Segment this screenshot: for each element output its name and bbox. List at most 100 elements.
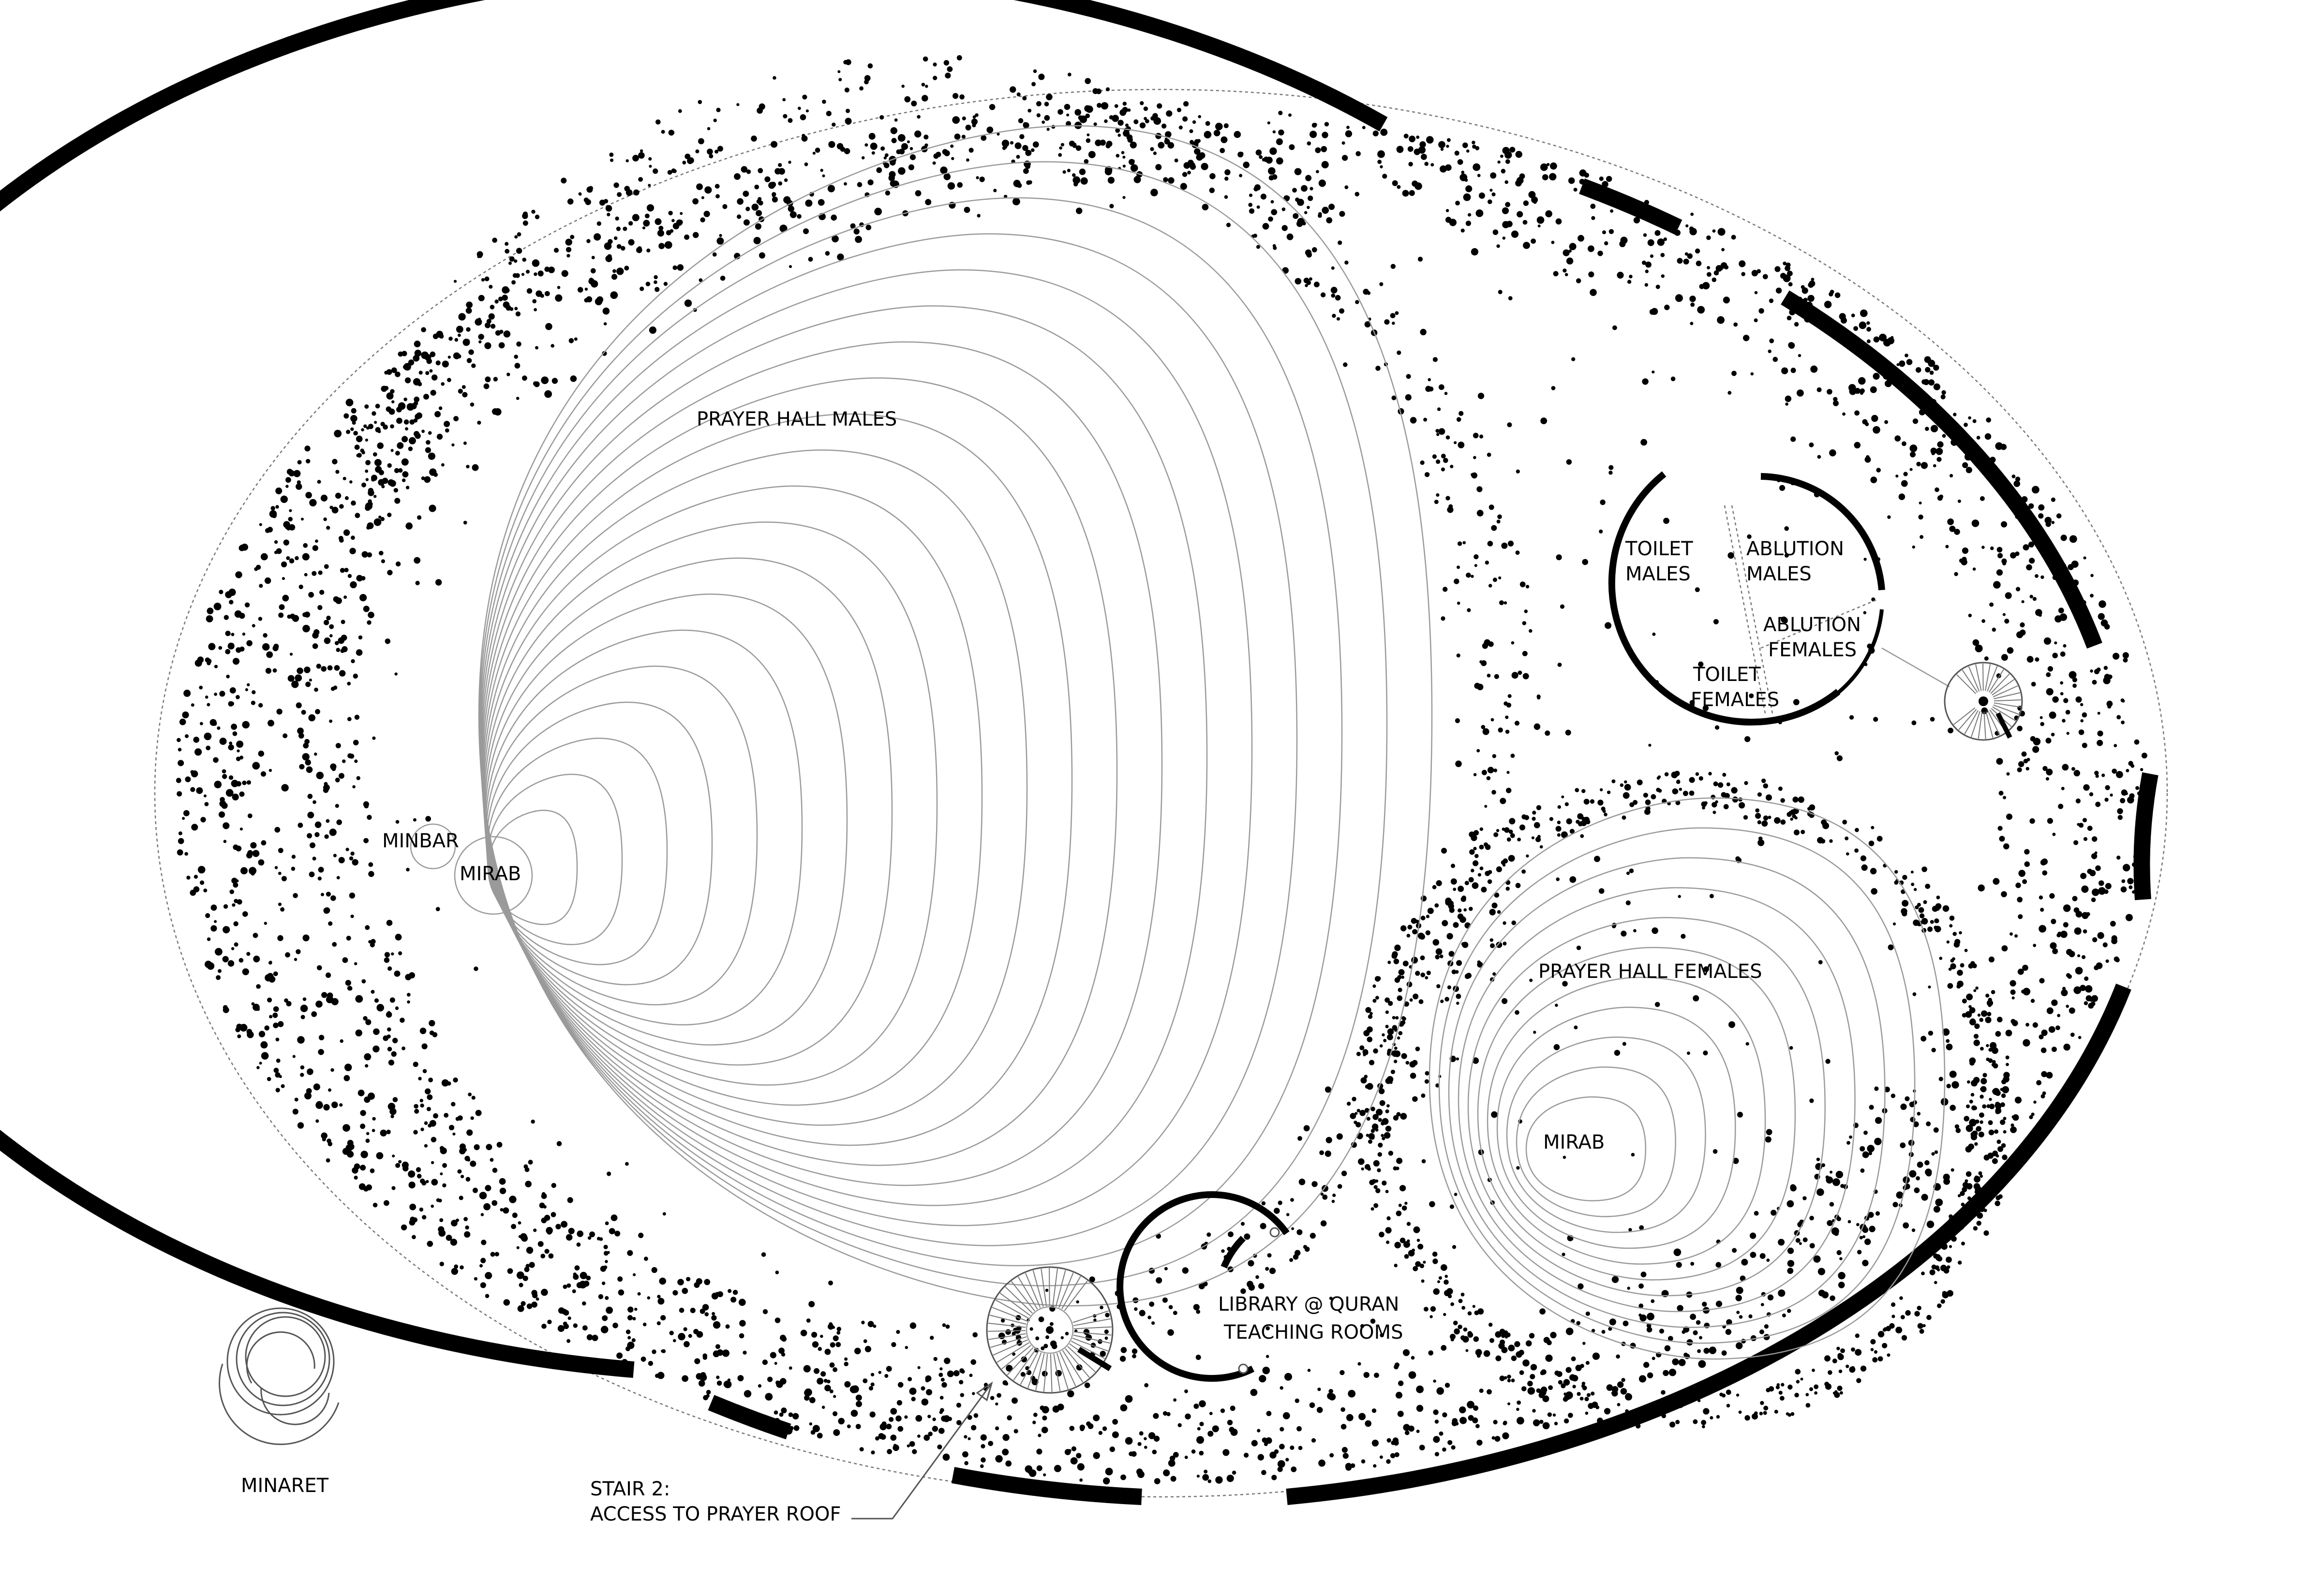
stipple-dot <box>1391 395 1397 400</box>
stipple-dot <box>406 868 410 872</box>
stipple-dot <box>783 114 788 118</box>
stipple-dot <box>1989 457 1996 463</box>
stipple-dot <box>1873 372 1880 380</box>
stipple-dot <box>2002 1154 2008 1160</box>
stair-2-core <box>1046 1326 1054 1334</box>
stipple-dot <box>1060 143 1064 147</box>
stipple-dot <box>1248 203 1252 207</box>
stipple-dot <box>1265 1326 1270 1330</box>
stipple-dot <box>1435 948 1443 955</box>
stipple-dot <box>594 233 601 241</box>
stipple-dot <box>264 577 271 584</box>
stipple-dot <box>2082 818 2087 823</box>
stipple-dot <box>801 135 808 142</box>
stipple-dot <box>1253 186 1259 192</box>
stair-step <box>1005 1286 1033 1314</box>
stipple-dot <box>328 921 333 926</box>
stipple-dot <box>1829 449 1836 457</box>
stipple-dot <box>1417 932 1425 939</box>
stipple-dot <box>2032 1022 2038 1028</box>
stipple-dot <box>734 173 741 180</box>
stipple-dot <box>943 173 951 180</box>
stipple-dot <box>614 1230 621 1237</box>
stipple-dot <box>1652 1357 1655 1360</box>
stipple-dot <box>1906 359 1913 365</box>
stipple-dot <box>1754 291 1758 295</box>
stipple-dot <box>2052 696 2059 703</box>
stipple-dot <box>1784 526 1789 531</box>
stipple-dot <box>1690 302 1695 307</box>
prayer-hall-males-ring <box>485 629 803 1026</box>
stipple-dot <box>607 254 612 259</box>
stipple-dot <box>326 996 334 1004</box>
stipple-dot <box>1947 1265 1950 1269</box>
stipple-dot <box>704 1312 709 1316</box>
stipple-dot <box>1693 995 1699 1002</box>
stipple-dot <box>329 505 333 509</box>
stipple-dot <box>1473 432 1479 439</box>
stipple-dot <box>186 875 191 880</box>
stipple-dot <box>1268 175 1274 181</box>
stipple-dot <box>570 375 577 382</box>
stipple-dot <box>317 605 323 610</box>
stipple-dot <box>1798 796 1804 803</box>
stipple-dot <box>1997 826 2003 831</box>
stipple-dot <box>1385 1125 1392 1132</box>
stipple-dot <box>856 1401 862 1407</box>
stipple-dot <box>1782 1313 1786 1317</box>
stipple-dot <box>1654 230 1661 236</box>
stipple-dot <box>684 1341 690 1347</box>
stipple-dot <box>2080 703 2084 707</box>
stipple-dot <box>219 738 227 745</box>
stipple-dot <box>1982 1104 1987 1109</box>
stipple-dot <box>526 288 533 294</box>
stair-step <box>1027 1352 1042 1389</box>
stipple-dot <box>867 179 874 186</box>
stipple-dot <box>664 241 672 249</box>
stipple-dot <box>905 1345 908 1349</box>
stipple-dot <box>1795 1369 1801 1374</box>
stair-step <box>1013 1349 1036 1381</box>
stair-step <box>1049 1268 1050 1306</box>
stipple-dot <box>847 1424 851 1429</box>
prayer-hall-males-ring <box>480 305 1208 1206</box>
stipple-dot <box>2041 858 2048 865</box>
stipple-dot <box>1525 1340 1532 1346</box>
stipple-dot <box>351 500 356 506</box>
stipple-dot <box>2017 767 2022 772</box>
stipple-dot <box>850 223 856 229</box>
stipple-dot <box>605 1221 609 1226</box>
stipple-dot <box>260 1041 268 1049</box>
stair-2-leader-arrow <box>976 1381 993 1402</box>
stipple-dot <box>413 1130 418 1135</box>
stipple-dot <box>932 1418 936 1421</box>
stipple-dot <box>2002 561 2007 566</box>
stipple-dot <box>1874 1086 1879 1091</box>
stipple-dot <box>781 1407 787 1414</box>
stipple-dot <box>979 177 985 182</box>
stipple-dot <box>1980 1094 1984 1099</box>
stipple-dot <box>225 591 232 598</box>
stipple-dot <box>2069 535 2077 543</box>
stipple-dot <box>227 642 235 650</box>
stipple-dot <box>1486 776 1491 781</box>
stipple-dot <box>1989 602 1994 607</box>
stipple-dot <box>812 151 816 155</box>
stipple-dot <box>1497 514 1502 519</box>
stipple-dot <box>1406 374 1411 379</box>
stipple-dot <box>1643 233 1647 237</box>
stipple-dot <box>1930 399 1936 405</box>
stipple-dot <box>1765 1136 1771 1143</box>
stipple-dot <box>267 997 272 1003</box>
stipple-dot <box>536 1297 539 1301</box>
stipple-dot <box>1144 1446 1147 1449</box>
stipple-dot <box>1855 828 1859 832</box>
stipple-dot <box>439 334 444 339</box>
stipple-dot <box>1483 842 1488 847</box>
stipple-dot <box>447 355 451 359</box>
stipple-dot <box>288 517 293 522</box>
stipple-dot <box>611 274 618 280</box>
stipple-dot <box>387 966 392 971</box>
stipple-dot <box>981 1457 986 1463</box>
stipple-dot <box>2080 985 2086 991</box>
